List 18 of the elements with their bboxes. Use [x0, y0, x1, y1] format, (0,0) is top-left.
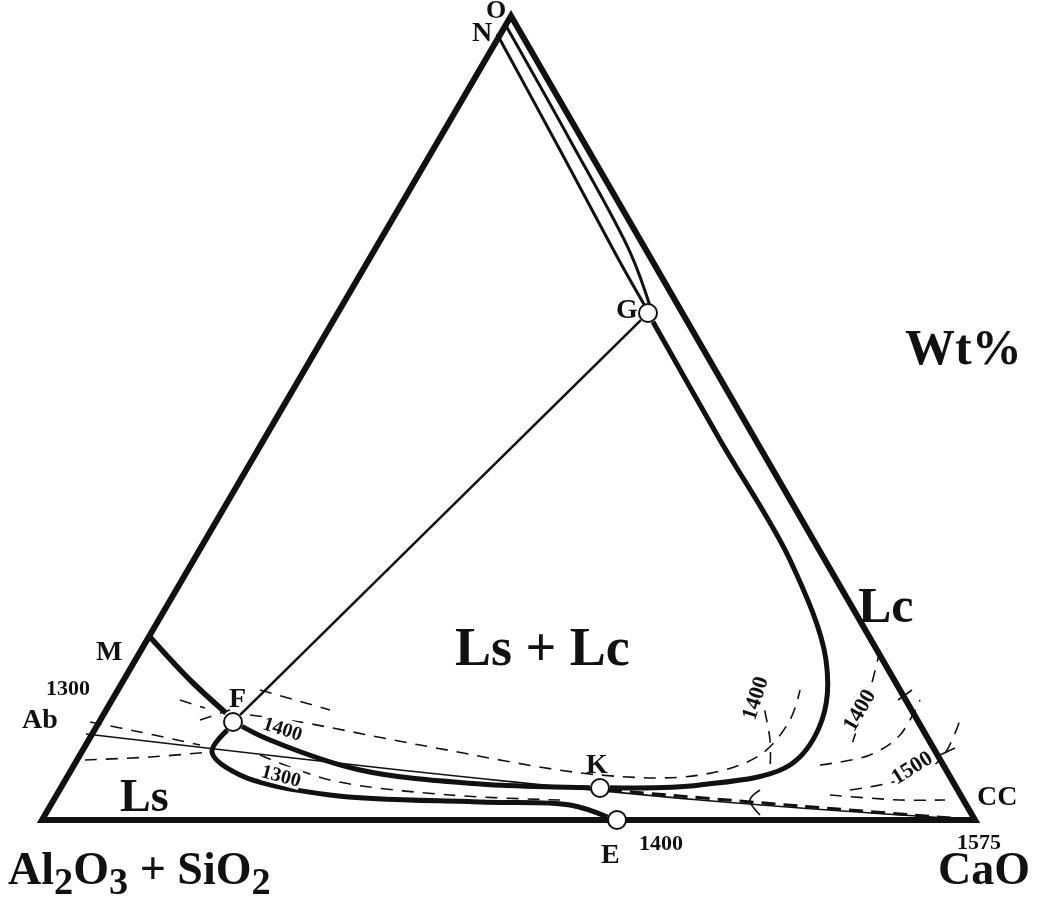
tie-line	[239, 319, 642, 716]
region-label: Ls	[120, 773, 169, 819]
region-label: Lc	[858, 580, 914, 630]
temperature-label: 1400	[639, 832, 683, 854]
temperature-label: 1300	[46, 677, 90, 699]
point-label: Ab	[22, 705, 58, 733]
phase-boundary-curve	[609, 320, 831, 791]
axis-label: Al$_{2}$O$_{3}$ + SiO$_{2}$	[8, 846, 271, 901]
region-label: Ls + Lc	[455, 620, 630, 674]
point-label: CC	[977, 782, 1018, 810]
phase-boundary-curve	[209, 728, 609, 820]
point-label: M	[96, 637, 123, 665]
phase-boundary-curve	[240, 724, 591, 791]
point-label: F	[229, 684, 247, 712]
point-label: E	[601, 840, 620, 868]
point-label: G	[616, 295, 638, 323]
unit-label: Wt%	[905, 322, 1022, 372]
point-label: K	[586, 750, 608, 778]
